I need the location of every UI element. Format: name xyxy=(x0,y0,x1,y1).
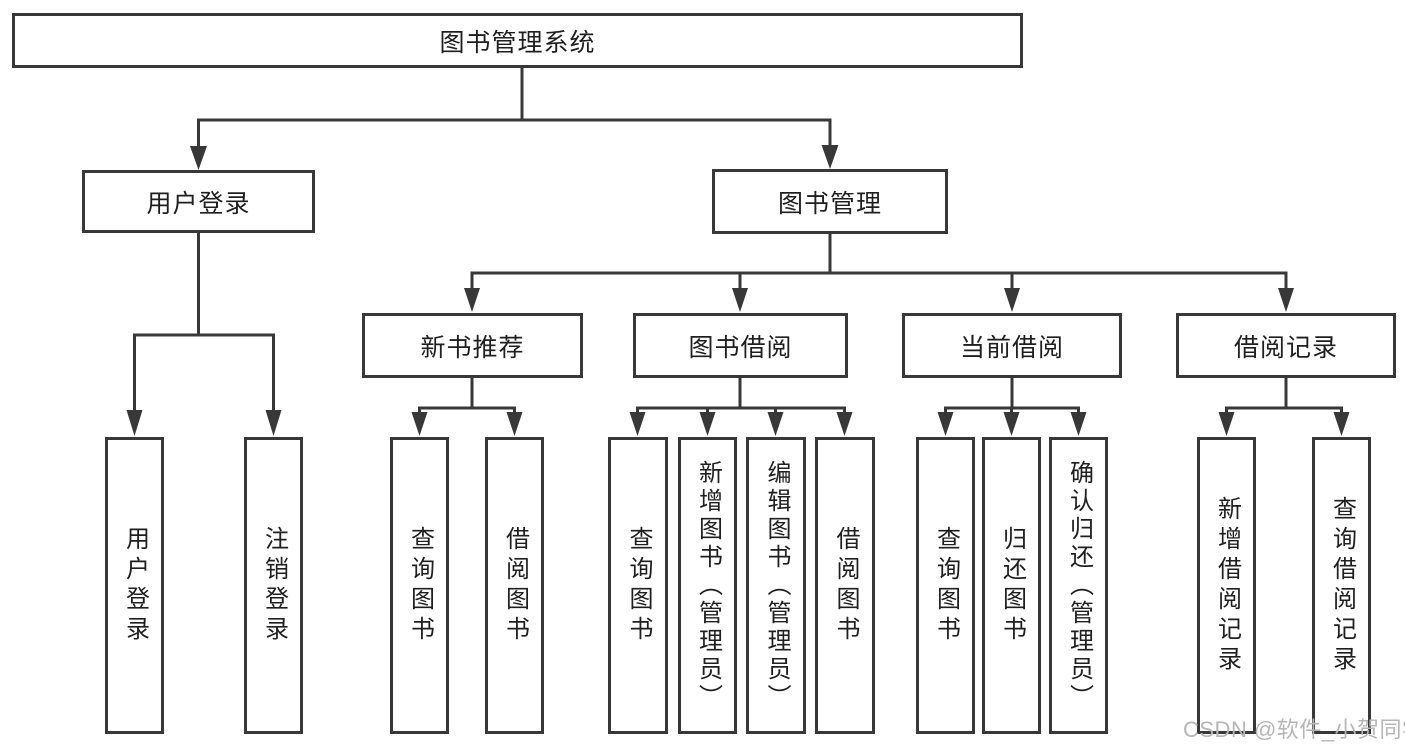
node-current-borrowing: 当前借阅 xyxy=(902,313,1122,378)
leaf-borrow-book-borrowing: 借阅图书 xyxy=(815,437,875,734)
leaf-borrow-book-recommend: 借阅图书 xyxy=(485,437,544,734)
node-book-borrowing: 图书借阅 xyxy=(633,313,848,378)
leaf-edit-book-admin-label: 编辑图书（管理员） xyxy=(763,459,790,712)
csdn-watermark: CSDN @软件_小贺同学 xyxy=(1183,717,1405,742)
leaf-add-borrow-record: 新增借阅记录 xyxy=(1197,437,1256,734)
leaf-return-book-label: 归还图书 xyxy=(998,525,1026,646)
node-user-login-label: 用户登录 xyxy=(146,189,251,218)
leaf-borrow-book-recommend-label: 借阅图书 xyxy=(501,525,529,646)
leaf-user-login: 用户登录 xyxy=(105,437,164,734)
leaf-logout-login-label: 注销登录 xyxy=(260,525,288,646)
node-book-management-label: 图书管理 xyxy=(777,189,882,218)
node-book-management: 图书管理 xyxy=(712,169,948,234)
leaf-query-book-current: 查询图书 xyxy=(916,437,975,734)
leaf-query-book-recommend: 查询图书 xyxy=(390,437,449,734)
leaf-query-book-current-label: 查询图书 xyxy=(932,525,960,646)
leaf-logout-login: 注销登录 xyxy=(244,437,303,734)
leaf-confirm-return-admin-label: 确认归还（管理员） xyxy=(1065,459,1093,712)
leaf-query-borrow-record-label: 查询借阅记录 xyxy=(1328,495,1356,676)
leaf-borrow-book-borrowing-label: 借阅图书 xyxy=(832,525,859,646)
node-user-login: 用户登录 xyxy=(82,170,315,233)
node-current-borrowing-label: 当前借阅 xyxy=(959,333,1064,362)
node-book-borrowing-label: 图书借阅 xyxy=(688,333,793,362)
node-new-book-recommendation-label: 新书推荐 xyxy=(420,333,525,362)
node-borrowing-records-label: 借阅记录 xyxy=(1233,333,1338,362)
leaf-return-book: 归还图书 xyxy=(982,437,1041,734)
node-root: 图书管理系统 xyxy=(12,13,1023,68)
leaf-query-book-borrowing: 查询图书 xyxy=(608,437,668,734)
leaf-edit-book-admin: 编辑图书（管理员） xyxy=(746,437,806,734)
leaf-user-login-label: 用户登录 xyxy=(121,525,149,646)
leaf-add-book-admin: 新增图书（管理员） xyxy=(678,437,737,734)
leaf-query-book-recommend-label: 查询图书 xyxy=(406,525,434,646)
leaf-add-book-admin-label: 新增图书（管理员） xyxy=(694,459,722,712)
leaf-query-borrow-record: 查询借阅记录 xyxy=(1312,437,1371,734)
leaf-confirm-return-admin: 确认归还（管理员） xyxy=(1049,437,1108,734)
node-borrowing-records: 借阅记录 xyxy=(1176,313,1396,378)
node-root-label: 图书管理系统 xyxy=(439,28,596,57)
leaf-query-book-borrowing-label: 查询图书 xyxy=(625,525,652,646)
node-new-book-recommendation: 新书推荐 xyxy=(362,313,583,378)
leaf-add-borrow-record-label: 新增借阅记录 xyxy=(1213,495,1241,676)
